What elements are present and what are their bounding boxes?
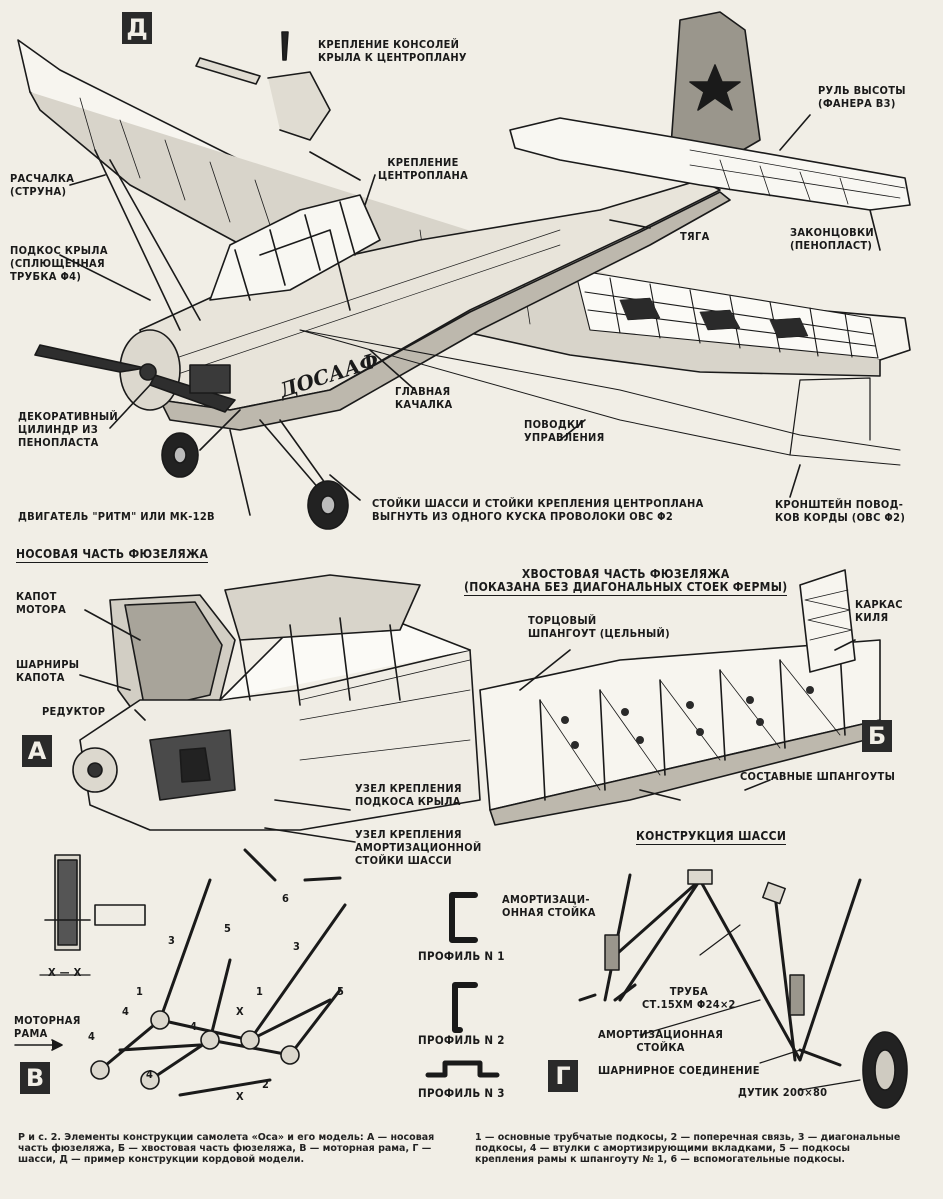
label-main-rocker: ГЛАВНАЯ КАЧАЛКА [395, 385, 453, 411]
label-tips: ЗАКОНЦОВКИ (ПЕНОПЛАСТ) [790, 226, 874, 252]
part-number: 4 [122, 1005, 130, 1018]
part-number: 1 [256, 985, 264, 998]
label-elevator: РУЛЬ ВЫСОТЫ (ФАНЕРА β3) [818, 84, 906, 110]
label-shock-node: УЗЕЛ КРЕПЛЕНИЯ АМОРТИЗАЦИОННОЙ СТОЙКИ ША… [355, 828, 482, 867]
label-control-lines: ПОВОДКИ УПРАВЛЕНИЯ [524, 418, 605, 444]
tail-wheel-drawing [639, 924, 908, 1109]
part-number: 4 [190, 1020, 198, 1033]
badge-d: Д [122, 12, 152, 44]
heading-nose-section: НОСОВАЯ ЧАСТЬ ФЮЗЕЛЯЖА [16, 547, 209, 563]
label-profile-3: ПРОФИЛЬ N 3 [418, 1086, 505, 1100]
badge-a: А [22, 735, 52, 767]
label-hinge-joint: ШАРНИРНОЕ СОЕДИНЕНИЕ [598, 1064, 760, 1077]
heading-tail-section: ХВОСТОВАЯ ЧАСТЬ ФЮЗЕЛЯЖА (ПОКАЗАНА БЕЗ Д… [464, 567, 788, 596]
part-number: 6 [282, 892, 290, 905]
motor-frame-drawing [14, 848, 347, 1097]
label-reducer: РЕДУКТОР [42, 705, 106, 718]
part-number: 3 [168, 934, 176, 947]
part-number: 2 [262, 1078, 270, 1091]
label-strut-node: УЗЕЛ КРЕПЛЕНИЯ ПОДКОСА КРЫЛА [355, 782, 462, 808]
label-center-mount: КРЕПЛЕНИЕ ЦЕНТРОПЛАНА [378, 156, 469, 182]
label-hood: КАПОТ МОТОРА [16, 590, 67, 616]
part-number: 4 [88, 1030, 96, 1043]
model-aircraft-drawing [17, 11, 911, 530]
label-shock-strut-2: АМОРТИЗАЦИОННАЯ СТОЙКА [598, 1028, 724, 1054]
label-shock-strut-1: АМОРТИЗАЦИ- ОННАЯ СТОЙКА [502, 893, 596, 919]
label-gear-struts: СТОЙКИ ШАССИ И СТОЙКИ КРЕПЛЕНИЯ ЦЕНТРОПЛ… [372, 497, 704, 523]
label-brace-wire: РАСЧАЛКА (СТРУНА) [10, 172, 75, 198]
label-engine: ДВИГАТЕЛЬ "РИТМ" ИЛИ МК-12В [18, 510, 215, 523]
label-profile-2: ПРОФИЛЬ N 2 [418, 1033, 505, 1047]
landing-gear-drawing [578, 869, 862, 1067]
nose-section-drawing [72, 574, 481, 843]
part-number: 1 [136, 985, 144, 998]
badge-v: В [20, 1062, 50, 1094]
part-number: 4 [146, 1068, 154, 1081]
label-tube: ТРУБА Ст.15ХМ φ24×2 [642, 985, 736, 1011]
part-number: 3 [293, 940, 301, 953]
label-wing-strut: ПОДКОС КРЫЛА (СПЛЮЩЕННАЯ ТРУБКА φ4) [10, 244, 108, 283]
badge-b: Б [862, 720, 892, 752]
label-bracket: КРОНШТЕЙН ПОВОД- КОВ КОРДЫ (ОВС φ2) [775, 498, 906, 524]
part-number: 5 [337, 985, 345, 998]
profile-drawings [425, 892, 500, 1078]
label-motor-frame: МОТОРНАЯ РАМА [14, 1014, 81, 1040]
part-number: X [236, 1005, 244, 1018]
heading-gear-construction: КОНСТРУКЦИЯ ШАССИ [636, 829, 787, 845]
label-end-frame: ТОРЦОВЫЙ ШПАНГОУТ (ЦЕЛЬНЫЙ) [528, 614, 670, 640]
part-number: X [236, 1090, 244, 1103]
tail-section-drawing [479, 569, 886, 826]
label-wing-mount: КРЕПЛЕНИЕ КОНСОЛЕЙ КРЫЛА К ЦЕНТРОПЛАНУ [318, 38, 467, 64]
label-profile-1: ПРОФИЛЬ N 1 [418, 949, 505, 963]
label-decor-cylinder: ДЕКОРАТИВНЫЙ ЦИЛИНДР ИЗ ПЕНОПЛАСТА [18, 410, 118, 449]
label-section-xx: X — X [48, 966, 82, 979]
part-number: 5 [224, 922, 232, 935]
label-fin-frame: КАРКАС КИЛЯ [855, 598, 903, 624]
label-composite-frames: СОСТАВНЫЕ ШПАНГОУТЫ [740, 770, 896, 783]
figure-caption-right: 1 — основные трубчатые подкосы, 2 — попе… [475, 1132, 901, 1165]
label-rod: ТЯГА [680, 230, 710, 243]
label-wheel: ДУТИК 200×80 [738, 1086, 828, 1099]
badge-g: Г [548, 1060, 578, 1092]
figure-caption-left: Р и с. 2. Элементы конструкции самолета … [18, 1132, 435, 1165]
label-hood-hinges: ШАРНИРЫ КАПОТА [16, 658, 80, 684]
